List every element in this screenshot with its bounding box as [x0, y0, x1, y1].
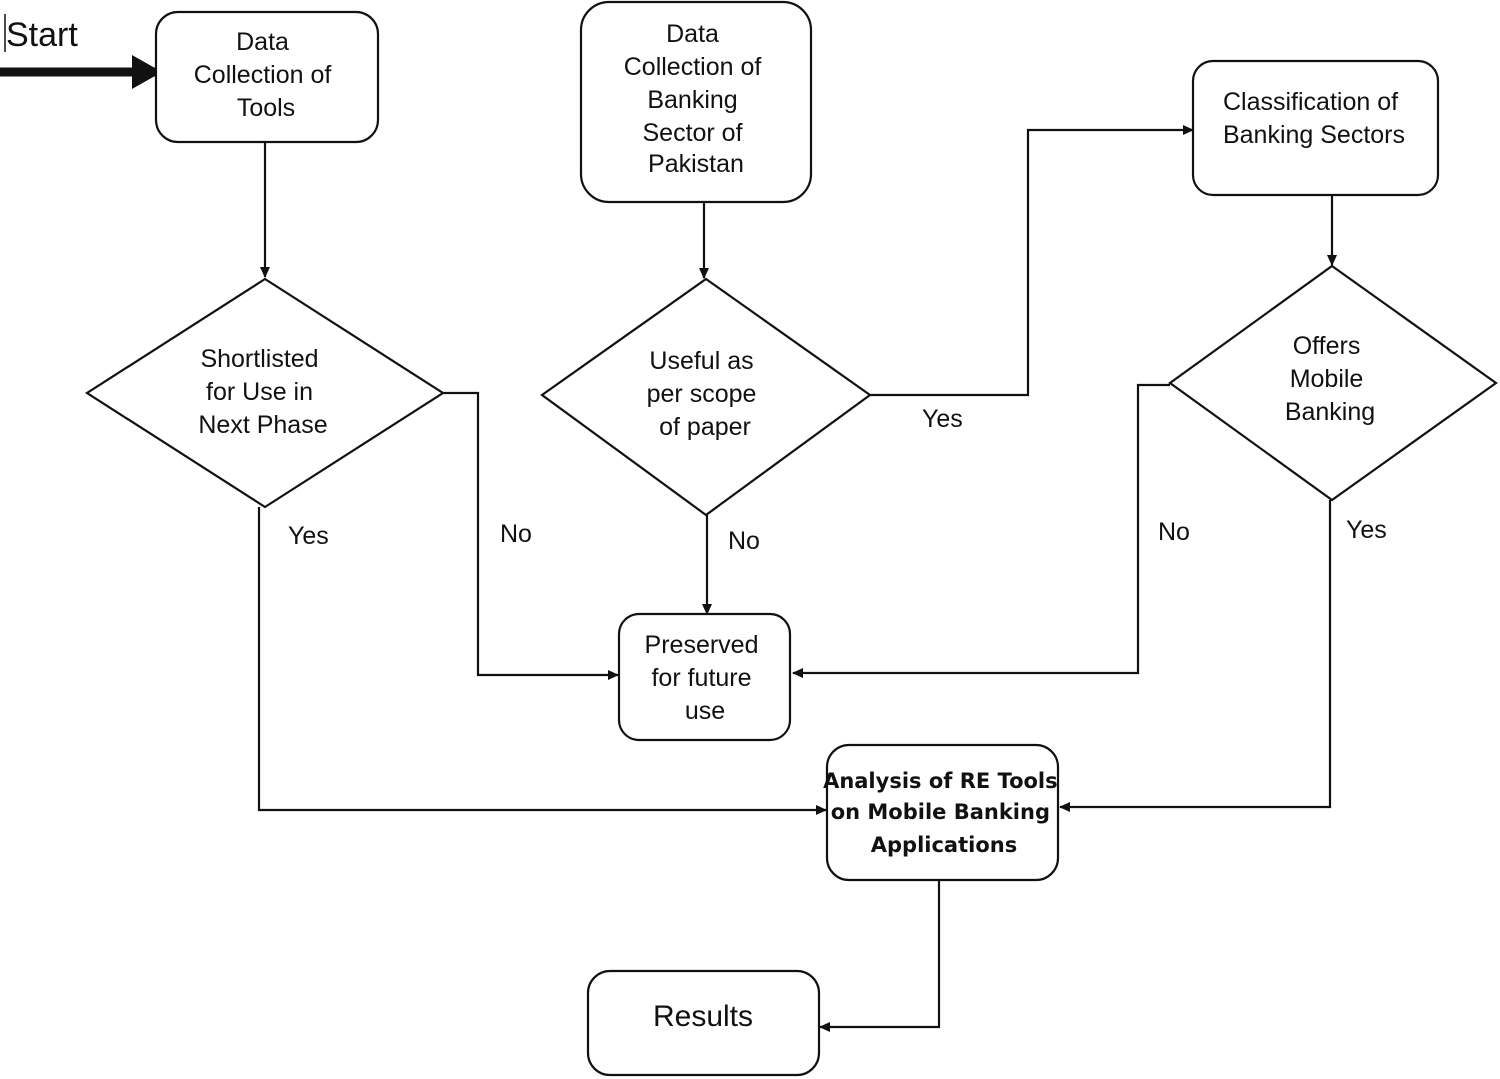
arrow-offers-yes-to-analysis [1059, 500, 1332, 812]
decision-useful-label: Useful as per scope of paper [647, 347, 764, 441]
box-analysis: Analysis of RE Tools on Mobile Banking A… [823, 743, 1065, 882]
branch-useful-yes: Yes [922, 405, 963, 433]
start-label: Start [6, 16, 78, 54]
box-results: Results [586, 969, 821, 1077]
branch-offers-yes: Yes [1346, 516, 1387, 544]
arrow-shortlisted-yes-to-analysis [257, 507, 827, 815]
arrow-offers-no-to-preserved [792, 383, 1170, 678]
arrow-shortlisted-no-to-preserved [443, 391, 619, 680]
decision-offers-mobile-label: Offers Mobile Banking [1285, 332, 1375, 426]
box-results-label: Results [653, 1000, 753, 1033]
box-data-collection-banking-label: Data Collection of Banking Sector of Pak… [624, 20, 769, 178]
decision-useful: Useful as per scope of paper [540, 277, 872, 517]
branch-shortlisted-yes: Yes [288, 522, 329, 550]
arrow-useful-yes-to-classification [870, 125, 1194, 397]
box-data-collection-tools: Data Collection of Tools [154, 10, 380, 144]
decision-offers-mobile: Offers Mobile Banking [1168, 264, 1498, 502]
branch-useful-no: No [728, 527, 760, 555]
box-preserved: Preserved for future use [617, 612, 792, 742]
box-analysis-label: Analysis of RE Tools on Mobile Banking A… [823, 769, 1065, 857]
box-classification-label: Classification of Banking Sectors [1223, 88, 1405, 149]
box-classification: Classification of Banking Sectors [1191, 59, 1440, 197]
box-preserved-label: Preserved for future use [645, 631, 766, 725]
arrow-analysis-to-results [819, 880, 941, 1032]
box-data-collection-banking: Data Collection of Banking Sector of Pak… [579, 0, 813, 204]
branch-offers-no: No [1158, 518, 1190, 546]
box-data-collection-tools-label: Data Collection of Tools [194, 28, 339, 122]
branch-shortlisted-no: No [500, 520, 532, 548]
decision-shortlisted: Shortlisted for Use in Next Phase [84, 277, 446, 509]
decision-shortlisted-label: Shortlisted for Use in Next Phase [198, 345, 327, 439]
